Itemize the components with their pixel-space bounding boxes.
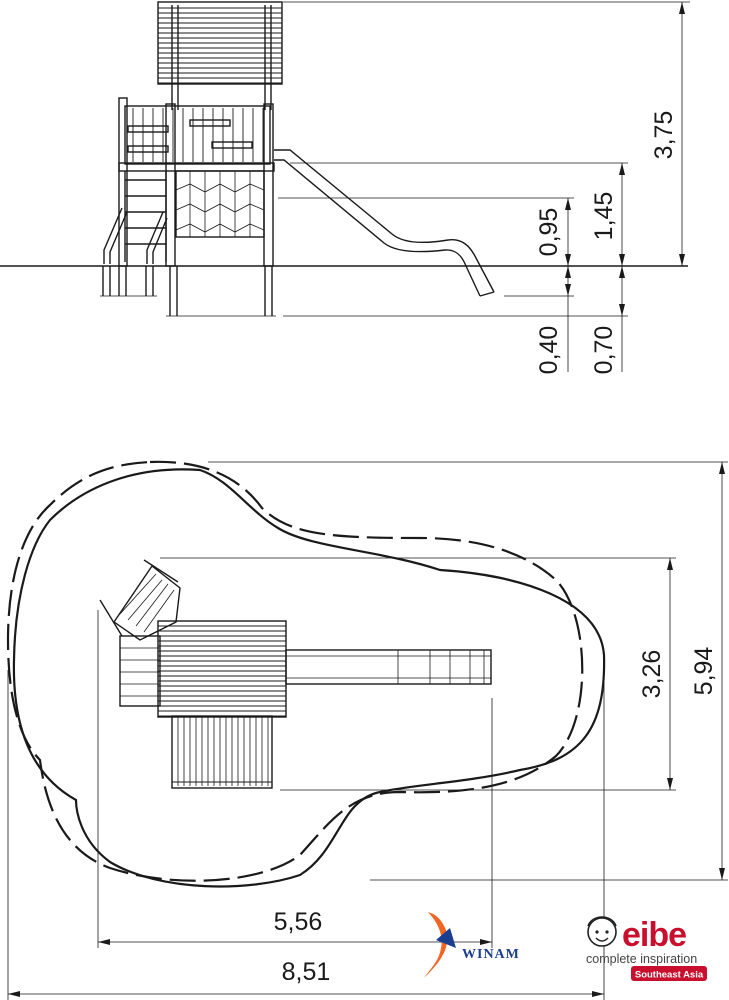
dim-total-height: 3,75 [650, 111, 678, 160]
dim-foundation-long: 0,70 [590, 326, 618, 375]
elevation-leader-lines [278, 1, 690, 317]
dim-slide-top: 1,45 [590, 192, 618, 241]
winam-swoosh-icon [424, 912, 448, 978]
roof-plan [157, 620, 287, 718]
eibe-region-badge [631, 966, 707, 981]
slide [274, 149, 495, 297]
dim-foundation-short: 0,40 [535, 326, 563, 375]
ladder [103, 171, 168, 264]
eibe-tagline: complete inspiration [586, 952, 697, 966]
eibe-wordmark: eibe [622, 916, 686, 954]
dim-structure-length: 5,56 [274, 908, 323, 936]
dim-structure-width: 3,26 [638, 650, 666, 699]
tower-posts [100, 97, 276, 317]
safety-area-dashed [6, 460, 584, 882]
dim-area-width: 5,94 [690, 647, 718, 696]
roof [157, 1, 283, 110]
eibe-face-icon [587, 916, 617, 947]
dim-platform: 0,95 [535, 208, 563, 257]
dim-area-length: 8,51 [282, 958, 331, 986]
winam-logo: WINAM [424, 912, 520, 978]
impact-area [12, 468, 606, 888]
slide-plan [285, 649, 492, 685]
eibe-region: Southeast Asia [635, 970, 704, 981]
plan-dimension-lines [8, 462, 725, 997]
climbing-net [175, 170, 265, 238]
winam-text: WINAM [462, 947, 520, 962]
ladder-plan [99, 559, 181, 707]
plan-view: 3,26 5,94 5,56 8,51 [6, 460, 728, 1000]
side-elevation: 3,75 1,45 0,95 0,40 0,70 [0, 1, 690, 375]
net-plan [171, 715, 273, 789]
eibe-logo: eibe complete inspiration Southeast Asia [586, 916, 707, 981]
plan-leader-lines [7, 461, 728, 1000]
elevation-dimension-lines [565, 2, 685, 372]
railing-panel [124, 105, 271, 165]
